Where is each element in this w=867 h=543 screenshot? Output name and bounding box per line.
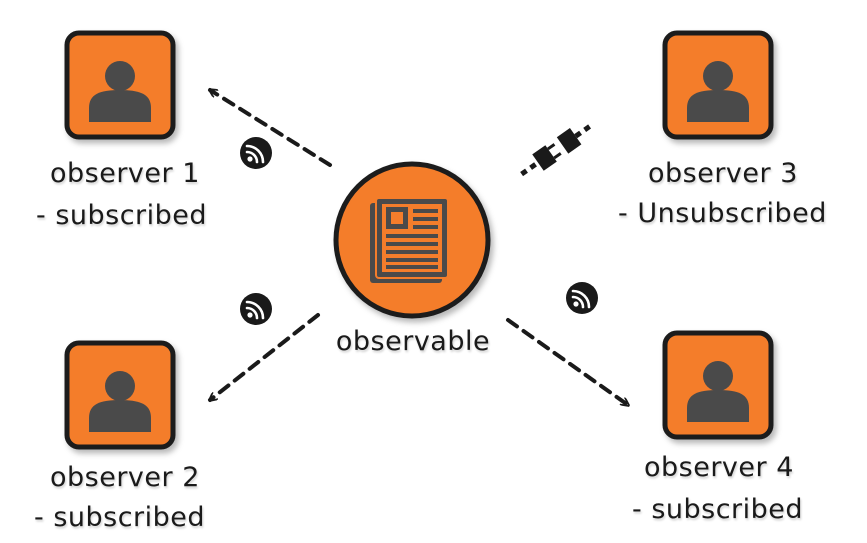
feed-icon xyxy=(240,293,272,325)
connection-arrows xyxy=(210,90,628,405)
observer-3-name: observer 3 xyxy=(648,158,798,189)
observer-3-node xyxy=(662,30,774,140)
observer-4-status: - subscribed xyxy=(632,494,804,525)
newspaper-icon xyxy=(370,197,449,283)
observer-1-status: - subscribed xyxy=(36,200,208,231)
feed-icon xyxy=(566,282,598,314)
arrow-to-observer-2 xyxy=(210,313,320,400)
arrow-to-observer-1 xyxy=(210,90,332,167)
observable-node xyxy=(333,161,491,319)
observer-1-name: observer 1 xyxy=(50,158,200,189)
arrow-to-observer-4 xyxy=(506,318,628,405)
feed-icon xyxy=(240,137,272,169)
unplugged-icon xyxy=(520,122,594,177)
observer-2-node xyxy=(64,340,176,450)
observable-label: observable xyxy=(335,326,491,357)
observer-2-name: observer 2 xyxy=(50,462,200,493)
observer-1-node xyxy=(64,30,176,140)
observer-4-node xyxy=(662,330,774,440)
observer-4-name: observer 4 xyxy=(644,452,794,483)
observer-2-status: - subscribed xyxy=(34,502,206,533)
observer-3-status: - Unsubscribed xyxy=(618,198,827,229)
